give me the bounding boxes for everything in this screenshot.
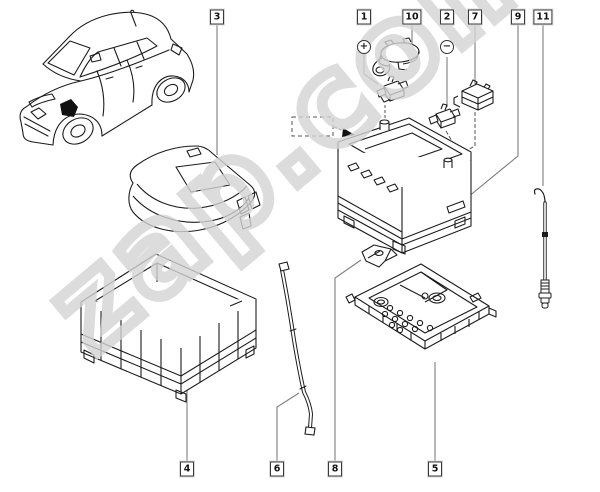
tray-honeycomb xyxy=(381,304,434,334)
callout-4[interactable]: 4 xyxy=(180,461,194,477)
callout-9[interactable]: 9 xyxy=(511,9,525,25)
battery-location-marker xyxy=(60,99,78,117)
tail-light xyxy=(170,43,183,56)
front-wheel xyxy=(62,117,94,145)
battery-negative-post xyxy=(443,157,453,168)
headlight xyxy=(28,93,56,108)
callout-5[interactable]: 5 xyxy=(428,461,442,477)
callout-3[interactable]: 3 xyxy=(210,9,224,25)
battery-positive-post xyxy=(379,119,390,130)
negative-terminal-badge: − xyxy=(440,40,454,54)
callout-6[interactable]: 6 xyxy=(270,461,284,477)
brand-diamond-logo xyxy=(30,107,47,120)
callout-7[interactable]: 7 xyxy=(468,9,482,25)
car-illustration xyxy=(19,9,195,146)
part-positive-terminal-clamp[interactable] xyxy=(376,75,409,103)
leader-lines xyxy=(186,24,544,462)
callout-2[interactable]: 2 xyxy=(440,9,454,25)
part-battery-box[interactable] xyxy=(80,253,257,403)
part-terminal-fuse-unit[interactable] xyxy=(372,37,420,77)
empty-callout-box xyxy=(291,116,334,137)
part-bleed-cable[interactable] xyxy=(533,188,552,309)
part-battery-cover[interactable] xyxy=(128,145,261,233)
part-battery[interactable] xyxy=(337,117,472,255)
positive-terminal-badge: + xyxy=(357,40,371,54)
part-negative-terminal-clamp[interactable] xyxy=(428,103,461,129)
callout-11[interactable]: 11 xyxy=(533,9,553,25)
part-battery-sensor[interactable] xyxy=(453,79,494,111)
side-mirror xyxy=(89,52,102,63)
callout-10[interactable]: 10 xyxy=(402,9,422,25)
part-holddown-bracket[interactable] xyxy=(361,244,398,268)
rear-wheel xyxy=(156,77,186,103)
part-battery-tray[interactable] xyxy=(345,263,497,350)
antenna xyxy=(130,9,137,27)
part-vent-tube[interactable] xyxy=(278,261,316,436)
callout-1[interactable]: 1 xyxy=(357,9,371,25)
arrowhead xyxy=(342,128,355,137)
callout-8[interactable]: 8 xyxy=(328,461,342,477)
